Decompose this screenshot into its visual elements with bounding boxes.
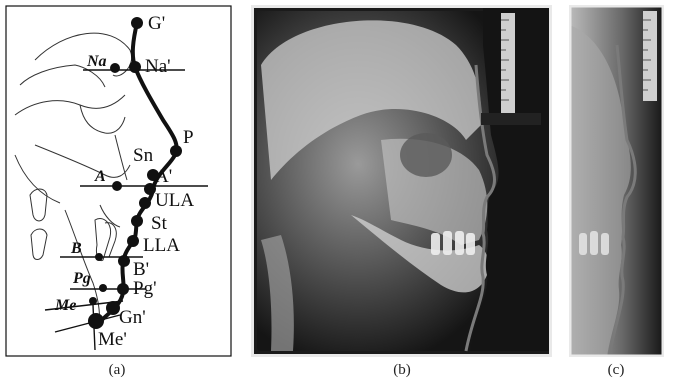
landmark-b-prime xyxy=(118,255,130,267)
label-pg: Pg xyxy=(72,270,91,287)
label-pg-prime: Pg' xyxy=(133,278,157,299)
landmark-tracing: G' Na' P Sn A' ULA St LLA B' Pg' Gn' Me'… xyxy=(5,5,232,357)
landmark-st xyxy=(131,215,143,227)
cephalogram-b xyxy=(251,5,552,357)
landmark-a xyxy=(112,181,122,191)
panel-b-xray-image xyxy=(251,5,552,357)
landmark-me-prime xyxy=(88,313,104,329)
caption-b: (b) xyxy=(372,362,432,379)
label-a-prime: A' xyxy=(155,166,172,187)
label-g-prime: G' xyxy=(148,13,165,34)
label-b: B xyxy=(70,240,82,257)
label-p: P xyxy=(183,127,194,148)
label-gn-prime: Gn' xyxy=(119,307,146,328)
panel-c-xray-image xyxy=(569,5,664,357)
panel-a-diagram: G' Na' P Sn A' ULA St LLA B' Pg' Gn' Me'… xyxy=(5,5,232,357)
label-sn: Sn xyxy=(133,145,154,166)
caption-a: (a) xyxy=(87,362,147,379)
label-lla: LLA xyxy=(143,235,180,256)
landmark-ula xyxy=(139,197,151,209)
label-st: St xyxy=(151,213,168,234)
landmark-pg-prime xyxy=(117,283,129,295)
landmark-na xyxy=(110,63,120,73)
label-me: Me xyxy=(54,297,76,314)
label-me-prime: Me' xyxy=(98,329,127,350)
label-ula: ULA xyxy=(155,190,194,211)
landmark-b xyxy=(95,253,103,261)
orbit xyxy=(400,133,452,177)
landmark-pg xyxy=(99,284,107,292)
landmark-gn-prime xyxy=(106,301,120,315)
caption-c: (c) xyxy=(586,362,646,379)
landmark-lla xyxy=(127,235,139,247)
landmark-g-prime xyxy=(131,17,143,29)
cephalogram-c xyxy=(569,5,664,357)
teeth-c xyxy=(579,231,609,255)
label-na: Na xyxy=(86,53,107,70)
landmark-p xyxy=(170,145,182,157)
landmark-me xyxy=(89,297,97,305)
ruler xyxy=(501,13,515,113)
landmark-na-prime xyxy=(129,61,141,73)
label-b-prime: B' xyxy=(133,259,149,280)
ruler-c xyxy=(643,11,657,101)
label-a: A xyxy=(94,168,106,185)
label-na-prime: Na' xyxy=(145,56,171,77)
